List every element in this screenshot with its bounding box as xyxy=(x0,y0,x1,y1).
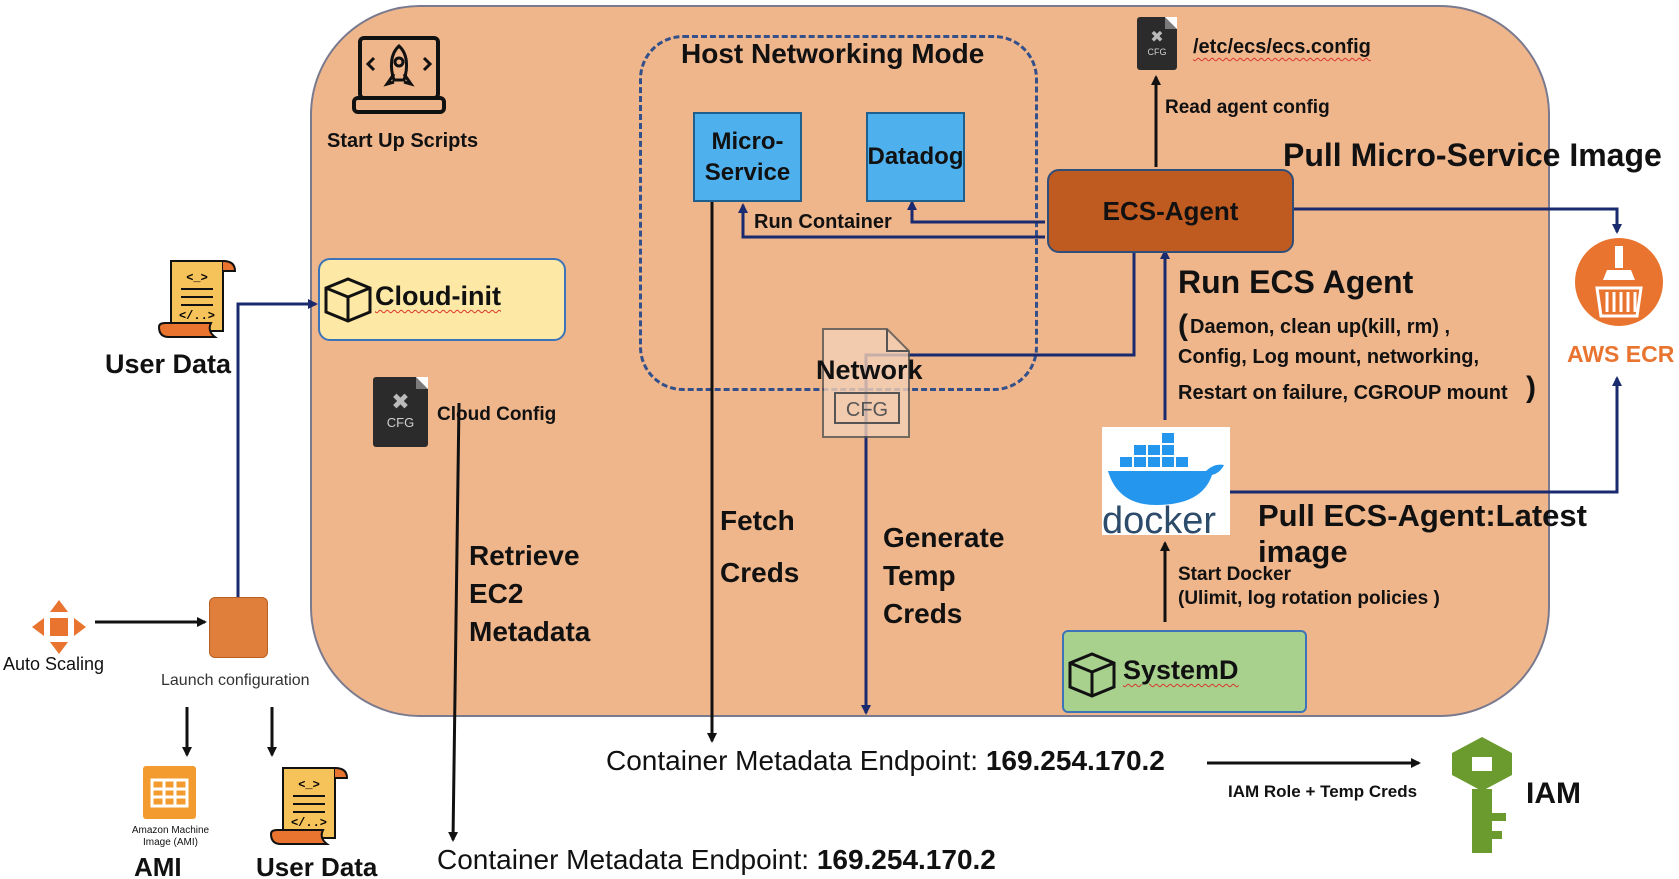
pull-microservice-label: Pull Micro-Service Image xyxy=(1283,137,1662,173)
docker-label: docker xyxy=(1102,500,1217,542)
datadog-label: Datadog xyxy=(867,143,964,171)
startup-scripts-label: Start Up Scripts xyxy=(327,130,479,152)
run-ecs-agent-title: Run ECS Agent xyxy=(1178,264,1414,300)
run-ecs-agent-close-paren: ) xyxy=(1526,371,1536,404)
run-container-arrow-dd xyxy=(907,200,1045,224)
pull-ecs-agent-arrow xyxy=(1229,376,1622,494)
retrieve-metadata-line3: Metadata xyxy=(469,616,591,647)
cloud-init-text: Cloud-init xyxy=(375,281,501,311)
pull-microservice-arrow xyxy=(1292,207,1622,234)
generate-temp-creds-line2: Temp xyxy=(883,560,956,591)
retrieve-metadata-line1: Retrieve xyxy=(469,540,580,571)
docker-logo-icon xyxy=(1102,427,1230,535)
generate-temp-creds-line3: Creds xyxy=(883,598,963,629)
microservice-line2: Service xyxy=(704,159,791,186)
iam-creds-label: IAM Role + Temp Creds xyxy=(1228,782,1418,801)
iam-label: IAM xyxy=(1526,777,1581,810)
host-networking-title: Host Networking Mode xyxy=(681,38,985,69)
svg-text:</..>: </..> xyxy=(291,816,327,830)
userdata-to-cloudinit-arrow xyxy=(236,299,318,597)
ecs-config-file-icon: ✖ CFG xyxy=(1137,17,1177,70)
retrieve-metadata-line2: EC2 xyxy=(469,578,524,609)
retrieve-metadata-label: Retrieve EC2 Metadata xyxy=(469,537,590,651)
generate-temp-creds-line1: Generate xyxy=(883,522,1005,553)
ecs-config-path: /etc/ecs/ecs.config xyxy=(1193,36,1371,58)
run-ecs-agent-open-paren: ( xyxy=(1178,309,1188,342)
ecs-config-icon-text: CFG xyxy=(1147,47,1167,57)
run-container-label: Run Container xyxy=(754,211,892,233)
network-config-icon: CFG xyxy=(822,328,910,438)
user-data-bottom-label: User Data xyxy=(256,852,378,879)
fetch-creds-line2: Creds xyxy=(720,557,800,588)
svg-text:<_>: <_> xyxy=(298,778,320,792)
endpoint-bottom-prefix: Container Metadata Endpoint: xyxy=(437,844,817,875)
microservice-box: Micro- Service xyxy=(693,112,802,202)
launch-config-label: Launch configuration xyxy=(161,672,310,689)
iam-key-icon xyxy=(1452,737,1512,853)
systemd-label: SystemD xyxy=(1123,655,1239,686)
svg-text:</..>: </..> xyxy=(179,309,215,323)
network-icon-text: CFG xyxy=(846,399,888,421)
cloud-init-label: Cloud-init xyxy=(375,281,501,312)
systemd-box-icon xyxy=(1068,652,1116,698)
microservice-line1: Micro- xyxy=(711,127,784,155)
cloud-config-file-icon: ✖ CFG xyxy=(373,377,428,447)
endpoint-middle-ip: 169.254.170.2 xyxy=(985,745,1165,776)
datadog-box: Datadog xyxy=(866,112,965,202)
fetch-creds-line1: Fetch xyxy=(720,505,795,536)
cloud-init-box-icon xyxy=(324,277,372,323)
network-label: Network xyxy=(816,355,923,385)
systemd-box xyxy=(1062,630,1307,713)
endpoint-middle: Container Metadata Endpoint: 169.254.170… xyxy=(606,745,1165,777)
user-data-scroll-icon: <_> </..> xyxy=(157,260,237,338)
run-ecs-agent-line2: Config, Log mount, networking, xyxy=(1178,346,1480,368)
systemd-text: SystemD xyxy=(1123,655,1239,685)
ecs-agent-box: ECS-Agent xyxy=(1047,169,1294,253)
generate-creds-line xyxy=(861,251,1136,715)
aws-ecr-label: AWS ECR xyxy=(1567,341,1675,367)
auto-scaling-label: Auto Scaling xyxy=(3,654,105,674)
run-container-arrow-ms xyxy=(738,203,1045,239)
cloud-init-box xyxy=(318,258,566,341)
run-ecs-agent-line1: Daemon, clean up(kill, rm) , xyxy=(1190,316,1451,338)
endpoint-middle-prefix: Container Metadata Endpoint: xyxy=(606,745,986,776)
cloud-config-icon-text: CFG xyxy=(386,415,415,430)
auto-scaling-icon xyxy=(32,600,86,654)
cloud-config-label: Cloud Config xyxy=(437,404,557,425)
start-docker-line1: Start Docker xyxy=(1178,564,1291,585)
ecs-agent-label: ECS-Agent xyxy=(1102,195,1239,226)
endpoint-bottom-ip: 169.254.170.2 xyxy=(816,844,996,875)
ami-icon xyxy=(143,766,196,819)
startup-scripts-icon xyxy=(352,36,446,114)
retrieve-metadata-line xyxy=(448,402,461,842)
pull-ecs-agent-label: Pull ECS-Agent:Latest image xyxy=(1258,498,1679,570)
ami-caption: Amazon Machine Image (AMI) xyxy=(131,825,210,848)
pull-ecs-agent-text: Pull ECS-Agent:Latest image xyxy=(1258,498,1587,569)
endpoint-bottom: Container Metadata Endpoint: 169.254.170… xyxy=(437,844,996,876)
aws-ecr-icon xyxy=(1575,238,1663,326)
launch-config-icon xyxy=(209,597,268,658)
start-docker-line2: (Ulimit, log rotation policies ) xyxy=(1178,588,1440,609)
read-agent-config-label: Read agent config xyxy=(1165,97,1330,118)
run-ecs-agent-line3: Restart on failure, CGROUP mount xyxy=(1178,382,1508,404)
svg-text:<_>: <_> xyxy=(186,271,208,285)
user-data-bottom-scroll-icon: <_> </..> xyxy=(269,767,349,845)
generate-temp-creds-label: Generate Temp Creds xyxy=(883,519,1004,633)
ami-label: AMI xyxy=(134,852,182,879)
user-data-top-label: User Data xyxy=(105,349,232,379)
fetch-creds-label: Fetch Creds xyxy=(720,495,799,599)
